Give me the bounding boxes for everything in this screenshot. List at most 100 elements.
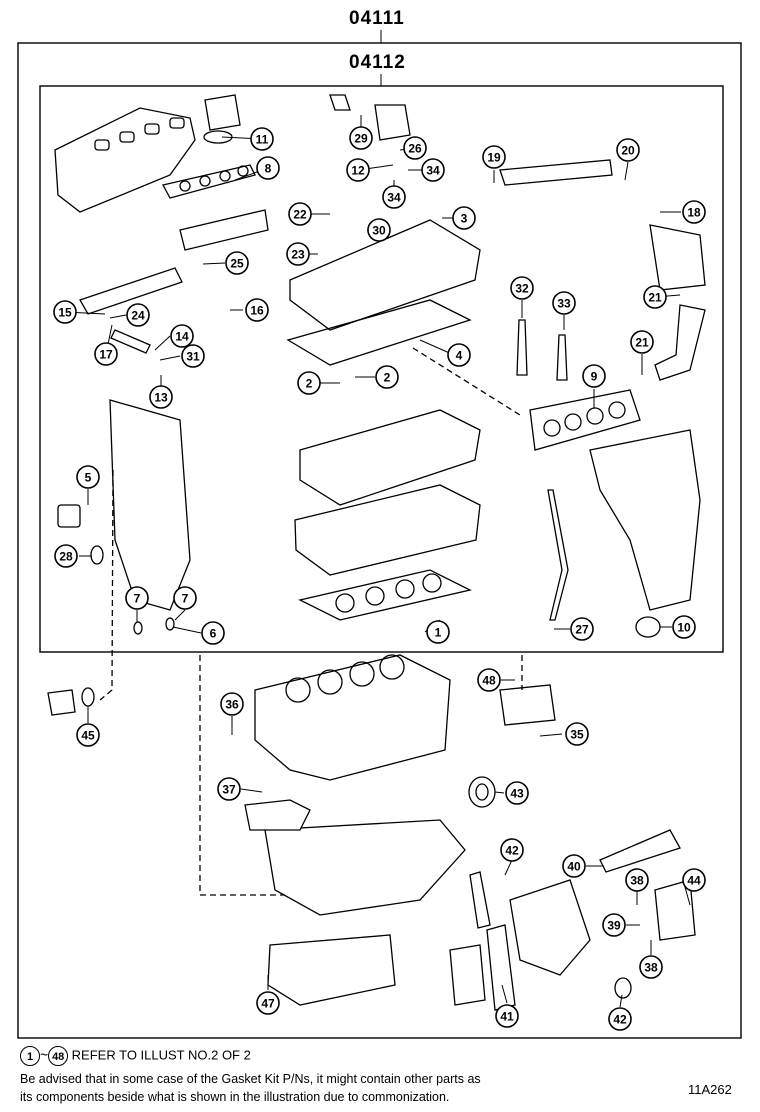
range-tilde: ~	[40, 1046, 49, 1063]
callout-number: 8	[265, 162, 272, 176]
head-cover-gasket-drawing	[286, 299, 472, 366]
callout-number: 31	[186, 350, 200, 364]
callout-number: 42	[613, 1013, 627, 1027]
callout-number: 15	[58, 306, 72, 320]
callout-6: 6	[201, 621, 225, 645]
callout-38: 38	[625, 868, 649, 892]
callout-number: 19	[487, 151, 501, 165]
callout-15: 15	[53, 300, 77, 324]
o-ring-7b-drawing	[165, 617, 175, 631]
callout-2: 2	[297, 371, 321, 395]
callout-number: 47	[261, 997, 275, 1011]
callout-30: 30	[367, 218, 391, 242]
water-inlet-45-drawing	[47, 689, 76, 716]
dipstick-drawing	[599, 829, 681, 873]
injector-drawing	[110, 329, 151, 354]
callout-21: 21	[630, 330, 654, 354]
camshaft-housing-drawing	[299, 409, 481, 506]
callout-13: 13	[149, 385, 173, 409]
callout-range-start: 1	[20, 1046, 40, 1066]
oil-filler-drawing	[329, 94, 351, 111]
callout-number: 14	[175, 330, 189, 344]
oil-pump-drawing	[244, 799, 311, 831]
callout-28: 28	[54, 544, 78, 568]
callout-number: 34	[426, 164, 440, 178]
oil-filter-bracket-drawing	[499, 684, 556, 726]
callout-5: 5	[76, 465, 100, 489]
cylinder-block-drawing	[254, 654, 451, 781]
oil-pan-upper-drawing	[264, 819, 466, 916]
callout-24: 24	[126, 303, 150, 327]
intake-runner-drawing	[179, 209, 269, 251]
callout-number: 48	[482, 674, 496, 688]
dashed-guide-lines	[99, 347, 523, 896]
valve-33-drawing	[556, 334, 568, 381]
callout-number: 41	[500, 1010, 514, 1024]
callout-number: 36	[225, 698, 239, 712]
o-ring-7a-drawing	[133, 621, 143, 635]
callout-number: 4	[456, 349, 463, 363]
callout-number: 30	[372, 224, 386, 238]
cylinder-head-drawing	[294, 484, 481, 576]
callout-number: 6	[210, 627, 217, 641]
callout-number: 3	[461, 212, 468, 226]
callout-10: 10	[672, 615, 696, 639]
exhaust-gasket-ports	[543, 401, 626, 437]
outer-kit-number: 04111	[349, 8, 405, 29]
oil-pan-lower-drawing	[267, 934, 396, 1006]
callout-16: 16	[245, 298, 269, 322]
oil-seal-28-drawing	[90, 545, 104, 565]
callout-36: 36	[220, 692, 244, 716]
callout-14: 14	[170, 324, 194, 348]
callout-7: 7	[125, 586, 149, 610]
callout-47: 47	[256, 991, 280, 1015]
callout-42: 42	[608, 1007, 632, 1031]
callout-18: 18	[682, 200, 706, 224]
intake-manifold-drawing	[54, 107, 196, 213]
callout-number: 34	[387, 191, 401, 205]
callout-number: 42	[505, 844, 519, 858]
callout-number: 7	[134, 592, 141, 606]
o-ring-45-drawing	[81, 687, 95, 707]
exhaust-ring-drawing	[635, 616, 661, 638]
seal-46-drawing	[475, 783, 489, 801]
callout-31: 31	[181, 344, 205, 368]
callout-number: 22	[293, 208, 307, 222]
water-inlet-gasket-drawing	[57, 504, 81, 528]
callout-number: 11	[256, 133, 269, 147]
callout-number: 2	[384, 371, 391, 385]
callout-number: 23	[291, 248, 305, 262]
callout-number: 28	[59, 550, 73, 564]
advice-line-1: Be advised that in some case of the Gask…	[20, 1072, 481, 1086]
block-bores	[285, 654, 405, 703]
exhaust-manifold-gasket-drawing	[529, 389, 641, 451]
callout-37: 37	[217, 777, 241, 801]
callout-number: 25	[230, 257, 244, 271]
callout-22: 22	[288, 202, 312, 226]
callout-number: 7	[182, 592, 189, 606]
callout-number: 2	[306, 377, 313, 391]
callout-32: 32	[510, 276, 534, 300]
callout-number: 37	[222, 783, 236, 797]
callout-1: 1	[426, 620, 450, 644]
callout-number: 33	[557, 297, 571, 311]
callout-35: 35	[565, 722, 589, 746]
callout-4: 4	[447, 343, 471, 367]
callout-number: 16	[250, 304, 264, 318]
throttle-bracket-drawing	[204, 94, 241, 131]
callout-39: 39	[602, 913, 626, 937]
callout-34: 34	[382, 185, 406, 209]
callout-12: 12	[346, 158, 370, 182]
callout-number: 24	[131, 309, 145, 323]
valve-32-drawing	[516, 319, 528, 376]
oil-cooler-pipe-drawing	[654, 304, 706, 381]
callout-3: 3	[452, 206, 476, 230]
callout-number: 1	[435, 626, 442, 640]
timing-cover-drawing	[109, 399, 191, 611]
reference-note: 1~48 REFER TO ILLUST NO.2 OF 2	[20, 1046, 251, 1066]
callout-20: 20	[616, 138, 640, 162]
water-bypass-drawing	[649, 224, 706, 291]
inner-kit-number: 04112	[349, 52, 406, 73]
water-pump-gasket-drawing	[486, 924, 516, 1011]
callout-number: 10	[677, 621, 691, 635]
